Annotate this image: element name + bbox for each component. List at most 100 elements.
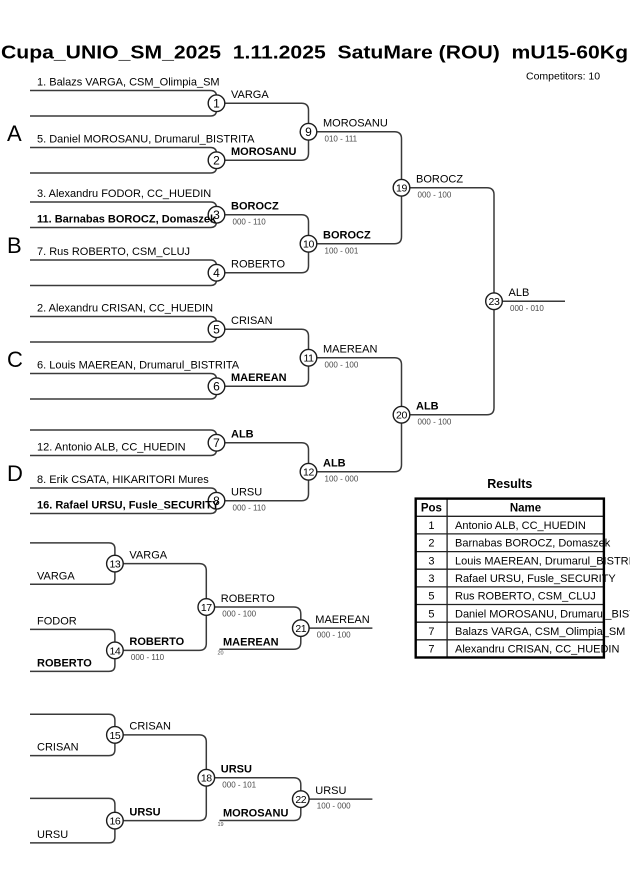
svg-text:7: 7 <box>428 626 434 638</box>
svg-text:1: 1 <box>213 97 220 111</box>
svg-text:CRISAN: CRISAN <box>37 742 79 754</box>
svg-text:D: D <box>7 461 23 486</box>
svg-text:BOROCZ: BOROCZ <box>231 201 279 213</box>
svg-text:VARGA: VARGA <box>231 89 269 101</box>
svg-text:3: 3 <box>213 208 220 222</box>
svg-text:5: 5 <box>428 591 434 603</box>
svg-text:19: 19 <box>396 183 407 195</box>
svg-text:FODOR: FODOR <box>37 615 77 627</box>
svg-text:23: 23 <box>489 296 500 308</box>
svg-text:000 - 110: 000 - 110 <box>233 503 267 512</box>
svg-text:Alexandru CRISAN, CC_HUEDIN: Alexandru CRISAN, CC_HUEDIN <box>455 644 619 656</box>
svg-text:2. Alexandru CRISAN, CC_HUEDIN: 2. Alexandru CRISAN, CC_HUEDIN <box>37 303 213 315</box>
svg-text:7: 7 <box>213 436 220 450</box>
svg-text:4: 4 <box>213 266 220 280</box>
svg-text:8: 8 <box>213 494 220 508</box>
svg-text:A: A <box>7 121 22 146</box>
svg-text:20: 20 <box>218 651 224 657</box>
svg-text:8. Erik CSATA, HIKARITORI Mure: 8. Erik CSATA, HIKARITORI Mures <box>37 474 209 486</box>
svg-text:000 - 110: 000 - 110 <box>233 217 267 226</box>
svg-text:ALB: ALB <box>231 429 254 441</box>
svg-text:Barnabas BOROCZ, Domaszek: Barnabas BOROCZ, Domaszek <box>455 538 611 550</box>
svg-text:11: 11 <box>303 353 314 365</box>
svg-text:000 - 100: 000 - 100 <box>325 360 359 369</box>
svg-text:ALB: ALB <box>416 401 439 413</box>
svg-text:15: 15 <box>109 730 120 742</box>
svg-text:Daniel MOROSANU, Drumarul_BIST: Daniel MOROSANU, Drumarul_BISTRITA <box>455 608 630 620</box>
svg-text:22: 22 <box>295 794 306 806</box>
svg-text:URSU: URSU <box>315 785 346 797</box>
svg-text:VARGA: VARGA <box>129 549 167 561</box>
svg-text:MOROSANU: MOROSANU <box>231 146 296 158</box>
svg-text:13: 13 <box>109 559 120 571</box>
svg-text:7: 7 <box>428 644 434 656</box>
svg-text:100 - 001: 100 - 001 <box>325 246 359 255</box>
svg-text:Pos: Pos <box>421 502 442 514</box>
svg-text:2: 2 <box>213 154 220 168</box>
svg-text:19: 19 <box>218 822 224 828</box>
svg-text:12: 12 <box>303 467 314 479</box>
svg-text:ROBERTO: ROBERTO <box>231 259 285 271</box>
svg-text:6. Louis MAEREAN, Drumarul_BIS: 6. Louis MAEREAN, Drumarul_BISTRITA <box>37 360 240 372</box>
svg-text:16. Rafael URSU, Fusle_SECURIT: 16. Rafael URSU, Fusle_SECURITY <box>37 500 220 512</box>
svg-text:6: 6 <box>213 380 220 394</box>
svg-text:ROBERTO: ROBERTO <box>37 657 92 669</box>
svg-text:Cupa_UNIO_SM_2025 1.11.2025: Cupa_UNIO_SM_2025 1.11.2025 SatuMare (RO… <box>1 43 628 63</box>
svg-text:ALB: ALB <box>323 458 346 470</box>
svg-text:000 - 100: 000 - 100 <box>418 417 452 426</box>
svg-text:5. Daniel MOROSANU, Drumarul_B: 5. Daniel MOROSANU, Drumarul_BISTRITA <box>37 134 255 146</box>
svg-text:100 - 000: 100 - 000 <box>325 474 359 483</box>
svg-text:ALB: ALB <box>509 287 530 299</box>
svg-text:3: 3 <box>428 555 434 567</box>
svg-text:MAEREAN: MAEREAN <box>323 344 377 356</box>
svg-text:5: 5 <box>428 608 434 620</box>
svg-text:BOROCZ: BOROCZ <box>416 174 463 186</box>
svg-text:1: 1 <box>428 520 434 532</box>
svg-text:11. Barnabas BOROCZ, Domaszek: 11. Barnabas BOROCZ, Domaszek <box>37 214 217 226</box>
svg-text:VARGA: VARGA <box>37 570 75 582</box>
svg-text:20: 20 <box>396 410 407 422</box>
svg-text:000 - 010: 000 - 010 <box>510 304 544 313</box>
svg-text:9: 9 <box>305 125 312 139</box>
svg-text:BOROCZ: BOROCZ <box>323 230 371 242</box>
svg-text:21: 21 <box>295 623 306 635</box>
svg-text:Antonio ALB, CC_HUEDIN: Antonio ALB, CC_HUEDIN <box>455 520 586 532</box>
svg-text:Balazs VARGA, CSM_Olimpia_SM: Balazs VARGA, CSM_Olimpia_SM <box>455 626 625 638</box>
svg-text:C: C <box>7 347 23 372</box>
svg-text:MAEREAN: MAEREAN <box>315 614 369 626</box>
svg-text:100 - 000: 100 - 000 <box>317 802 351 811</box>
svg-text:2: 2 <box>428 538 434 550</box>
svg-text:MOROSANU: MOROSANU <box>223 808 288 820</box>
svg-text:12. Antonio ALB, CC_HUEDIN: 12. Antonio ALB, CC_HUEDIN <box>37 442 186 454</box>
svg-text:000 - 100: 000 - 100 <box>317 631 351 640</box>
svg-text:000 - 101: 000 - 101 <box>222 780 256 789</box>
svg-text:Results: Results <box>487 477 532 491</box>
svg-text:000 - 110: 000 - 110 <box>131 653 165 662</box>
svg-text:3: 3 <box>428 573 434 585</box>
svg-text:URSU: URSU <box>231 487 262 499</box>
svg-text:ROBERTO: ROBERTO <box>221 593 275 605</box>
svg-text:5: 5 <box>213 323 220 337</box>
svg-text:3. Alexandru FODOR, CC_HUEDIN: 3. Alexandru FODOR, CC_HUEDIN <box>37 188 211 200</box>
svg-text:CRISAN: CRISAN <box>231 315 273 327</box>
svg-text:Name: Name <box>510 502 541 514</box>
svg-text:Competitors: 10: Competitors: 10 <box>526 71 600 83</box>
svg-text:MAEREAN: MAEREAN <box>223 636 279 648</box>
svg-text:14: 14 <box>109 645 120 657</box>
svg-text:MAEREAN: MAEREAN <box>231 372 287 384</box>
svg-text:7. Rus ROBERTO, CSM_CLUJ: 7. Rus ROBERTO, CSM_CLUJ <box>37 246 190 258</box>
svg-text:1. Balazs VARGA, CSM_Olimpia_S: 1. Balazs VARGA, CSM_Olimpia_SM <box>37 77 220 89</box>
svg-text:000 - 100: 000 - 100 <box>222 610 256 619</box>
svg-text:URSU: URSU <box>221 764 252 776</box>
svg-text:18: 18 <box>201 773 212 785</box>
svg-text:B: B <box>7 233 22 258</box>
svg-text:10: 10 <box>303 239 314 251</box>
svg-text:16: 16 <box>109 816 120 828</box>
svg-text:URSU: URSU <box>37 829 68 841</box>
svg-text:URSU: URSU <box>129 806 160 818</box>
svg-text:Rus ROBERTO, CSM_CLUJ: Rus ROBERTO, CSM_CLUJ <box>455 591 596 603</box>
svg-text:Rafael URSU, Fusle_SECURITY: Rafael URSU, Fusle_SECURITY <box>455 573 616 585</box>
svg-text:010 - 111: 010 - 111 <box>325 134 358 143</box>
svg-text:17: 17 <box>201 602 212 614</box>
svg-text:CRISAN: CRISAN <box>129 721 171 733</box>
